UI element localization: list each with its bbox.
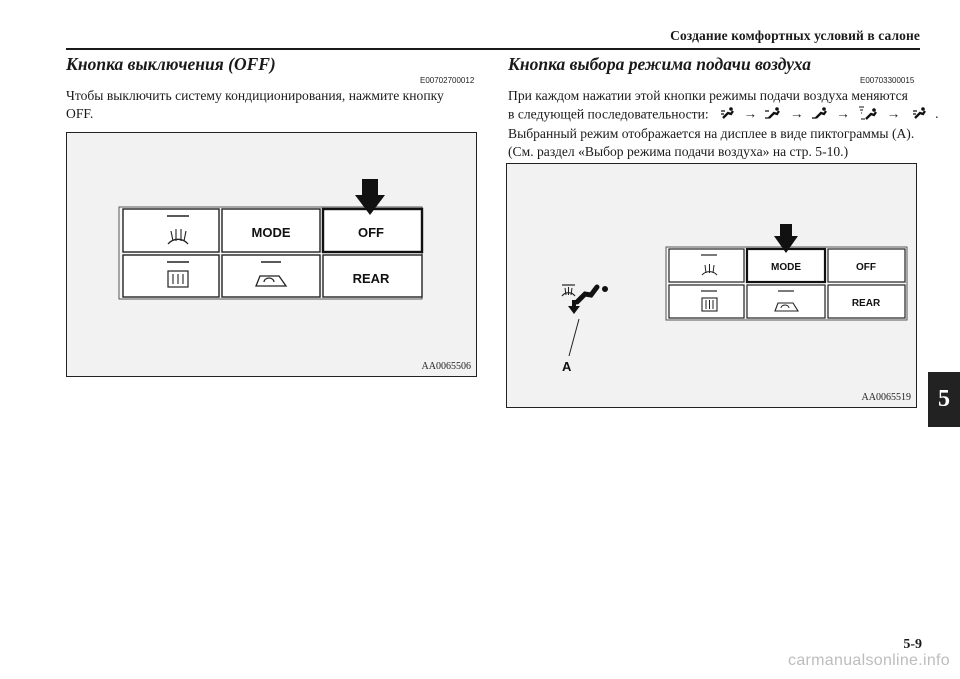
right-text-line1: При каждом нажатии этой кнопки режимы по…	[508, 88, 908, 103]
right-control-panel-drawing: A MODE OFF	[561, 224, 908, 374]
left-figure: MODE OFF REAR AA0065506	[66, 132, 477, 377]
off-button-label: OFF	[856, 262, 876, 273]
header-rule	[66, 48, 920, 50]
rear-button[interactable]: REAR	[322, 254, 423, 298]
callout-label-a: A	[562, 359, 572, 374]
sequence-arrow: →	[789, 105, 804, 121]
rear-defrost-button[interactable]	[668, 284, 745, 319]
off-button[interactable]: OFF	[321, 207, 424, 254]
press-arrow-icon	[774, 224, 798, 253]
defrost-button[interactable]	[668, 248, 745, 283]
off-button[interactable]: OFF	[827, 248, 906, 283]
right-section-text: При каждом нажатии этой кнопки режимы по…	[508, 87, 938, 160]
right-section-code: E00703300015	[860, 76, 915, 85]
mode-button[interactable]: MODE	[221, 208, 321, 253]
right-section-title: Кнопка выбора режима подачи воздуха	[508, 54, 812, 74]
left-control-panel-drawing: MODE OFF REAR	[118, 179, 424, 300]
sequence-arrow: →	[743, 105, 758, 121]
sequence-arrow: →	[836, 105, 850, 121]
mode-sequence-intro: в следующей последовательности:	[508, 105, 709, 121]
press-arrow-icon	[355, 179, 385, 215]
right-text-line3: Выбранный режим отображается на дисплее …	[508, 126, 915, 141]
recirculation-button[interactable]	[746, 284, 826, 319]
defrost-button[interactable]	[122, 208, 220, 253]
recirculation-button[interactable]	[221, 254, 321, 298]
left-text-line1: Чтобы выключить систему кондиционировани…	[66, 88, 444, 103]
left-figure-code: AA0065506	[421, 361, 471, 372]
mode-button[interactable]: MODE	[745, 247, 827, 284]
watermark: carmanualsonline.info	[788, 652, 950, 669]
rear-button-label: REAR	[353, 271, 390, 286]
sequence-arrow: →	[886, 105, 901, 121]
face-mode-icon	[720, 106, 736, 125]
right-text-line2: в следующей последовательности: → → → → …	[508, 105, 938, 126]
bi-level-mode-icon	[764, 106, 782, 125]
mode-button-label: MODE	[771, 262, 801, 273]
left-section-text: Чтобы выключить систему кондиционировани…	[66, 87, 486, 122]
page-number: 5-9	[903, 637, 922, 652]
rear-defrost-button[interactable]	[122, 254, 220, 298]
mode-button-label: MODE	[252, 225, 291, 240]
right-text-line4: (См. раздел «Выбор режима подачи воздуха…	[508, 143, 849, 159]
chapter-tab: 5	[928, 372, 960, 427]
off-button-label: OFF	[358, 225, 384, 240]
right-figure-code: AA0065519	[861, 392, 911, 403]
rear-button-label: REAR	[852, 298, 881, 309]
rear-button[interactable]: REAR	[827, 284, 906, 319]
sequence-end: .	[935, 105, 939, 121]
left-text-line2: OFF.	[66, 105, 94, 121]
left-section-title: Кнопка выключения (OFF)	[66, 54, 276, 74]
airflow-mode-display-icon	[561, 284, 608, 314]
face-mode-icon-repeat	[912, 106, 928, 125]
foot-mode-icon	[811, 106, 829, 125]
left-section-code: E00702700012	[420, 76, 475, 85]
foot-defrost-mode-icon	[857, 105, 879, 126]
running-header: Создание комфортных условий в салоне	[670, 28, 920, 43]
callout-line	[568, 318, 580, 357]
right-figure: A MODE OFF	[506, 163, 917, 408]
